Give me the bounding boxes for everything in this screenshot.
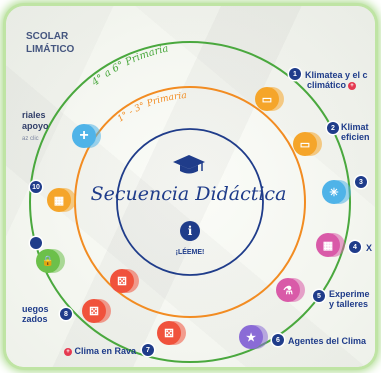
item-number-2[interactable]: 2 bbox=[327, 122, 339, 134]
plus-glyph: + bbox=[72, 124, 96, 148]
item-8-line-2: zados bbox=[22, 314, 48, 324]
item-5-line-2: y talleres bbox=[329, 299, 369, 309]
info-button[interactable]: i bbox=[180, 221, 200, 241]
item-4-label[interactable]: X bbox=[366, 243, 373, 253]
dice-glyph: ⚄ bbox=[157, 321, 181, 345]
screen-glyph: ▭ bbox=[255, 87, 279, 111]
inner-ring-label: 1° - 3° Primaria bbox=[116, 91, 187, 124]
dice-glyph: ⚄ bbox=[82, 299, 106, 323]
flask-icon[interactable]: ⚗ bbox=[276, 278, 305, 302]
screen-glyph: ▭ bbox=[293, 132, 317, 156]
grid-glyph: ▦ bbox=[316, 233, 340, 257]
item-1-label[interactable]: Klimatea y el c climático+ bbox=[305, 70, 368, 90]
header-line-2: LIMÁTICO bbox=[26, 44, 75, 55]
item-number-5[interactable]: 5 bbox=[313, 290, 325, 302]
sequence-title: Secuencia Didáctica bbox=[90, 183, 287, 205]
dice-icon[interactable]: ⚄ bbox=[157, 321, 186, 345]
screen-icon[interactable]: ▭ bbox=[293, 132, 322, 156]
materials-hint: az clic bbox=[22, 136, 39, 142]
paper-texture bbox=[6, 6, 375, 367]
flag-icon: + bbox=[64, 347, 72, 356]
item-5-label[interactable]: Experime y talleres bbox=[329, 289, 370, 309]
outer-ring bbox=[29, 41, 351, 363]
dice-icon[interactable]: ⚄ bbox=[82, 299, 111, 323]
header-text: SCOLAR LIMÁTICO bbox=[26, 30, 74, 56]
materials-line-2: apoyo bbox=[22, 121, 49, 131]
dice-glyph: ⚄ bbox=[110, 269, 134, 293]
grid-icon[interactable]: ▦ bbox=[316, 233, 345, 257]
star-glyph: ★ bbox=[239, 325, 263, 349]
plus-icon[interactable]: + bbox=[72, 124, 101, 148]
calendar-glyph: ▦ bbox=[47, 188, 71, 212]
item-8-label[interactable]: uegos zados bbox=[22, 304, 49, 324]
item-number-6[interactable]: 6 bbox=[272, 334, 284, 346]
item-5-line-1: Experime bbox=[329, 289, 370, 299]
lock-glyph: 🔒 bbox=[36, 249, 60, 273]
item-7-line-1: Clima en Rava bbox=[74, 346, 137, 356]
item-number-10[interactable]: 10 bbox=[30, 181, 42, 193]
item-6-label[interactable]: Agentes del Clima bbox=[288, 336, 367, 346]
flag-icon: + bbox=[348, 81, 357, 90]
dice-icon[interactable]: ⚄ bbox=[110, 269, 139, 293]
materials-link[interactable]: riales apoyo az clic bbox=[22, 110, 49, 145]
graduation-cap-icon bbox=[173, 155, 205, 174]
outer-ring-label: 4° a 6° Primaria bbox=[89, 43, 169, 89]
item-8-line-1: uegos bbox=[22, 304, 49, 314]
calendar-icon[interactable]: ▦ bbox=[47, 188, 76, 212]
item-2-line-1: Klimat bbox=[341, 122, 369, 132]
pointer-glyph: ✳ bbox=[322, 180, 346, 204]
item-number-4[interactable]: 4 bbox=[349, 241, 361, 253]
item-1-line-2: climático bbox=[307, 80, 347, 90]
flask-glyph: ⚗ bbox=[276, 278, 300, 302]
item-number-8[interactable]: 8 bbox=[60, 308, 72, 320]
header-line-1: SCOLAR bbox=[26, 31, 69, 42]
item-2-line-2: eficien bbox=[341, 132, 370, 142]
lock-icon[interactable]: 🔒 bbox=[36, 249, 65, 273]
item-number-3[interactable]: 3 bbox=[355, 176, 367, 188]
read-me-label[interactable]: ¡LÉEME! bbox=[175, 249, 205, 256]
star-icon[interactable]: ★ bbox=[239, 325, 268, 349]
content-frame bbox=[6, 6, 375, 367]
item-7-label[interactable]: + Clima en Rava bbox=[62, 346, 136, 356]
item-number-7[interactable]: 7 bbox=[142, 344, 154, 356]
item-2-label[interactable]: Klimat eficien bbox=[341, 122, 370, 142]
center-ring bbox=[116, 128, 264, 276]
item-number-1[interactable]: 1 bbox=[289, 68, 301, 80]
materials-line-1: riales bbox=[22, 110, 46, 120]
screen-icon[interactable]: ▭ bbox=[255, 87, 284, 111]
item-number-9[interactable] bbox=[30, 237, 42, 249]
pointer-icon[interactable]: ✳ bbox=[322, 180, 351, 204]
item-1-line-1: Klimatea y el c bbox=[305, 70, 368, 80]
